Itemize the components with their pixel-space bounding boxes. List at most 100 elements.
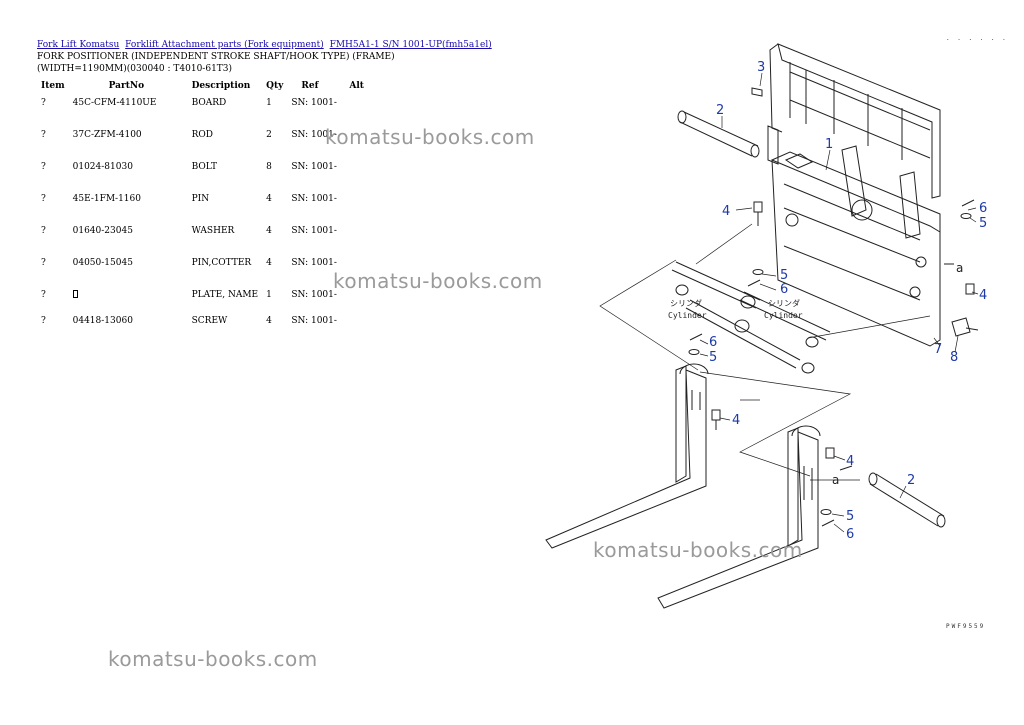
cell-description: ROD <box>191 130 213 140</box>
cell-qty: 4 <box>266 226 272 236</box>
table-row: ? 04418-13060 SCREW 4 SN: 1001- <box>37 310 368 342</box>
cell-description: SCREW <box>191 316 228 326</box>
watermark: komatsu-books.com <box>333 269 543 293</box>
cell-partno: 01024-81030 <box>72 162 133 172</box>
watermark: komatsu-books.com <box>108 647 318 671</box>
table-header-row: Item PartNo Description Qty Ref Alt <box>37 78 368 92</box>
cell-partno <box>69 284 188 310</box>
missing-glyph-icon <box>72 290 78 298</box>
cell-ref: SN: 1001- <box>291 98 337 108</box>
callout-4: 4 <box>979 288 987 303</box>
callout-4: 4 <box>846 454 854 469</box>
cell-qty: 4 <box>266 316 272 326</box>
callout-2: 2 <box>716 103 724 118</box>
cell-item: ? <box>41 194 46 204</box>
callout-5: 5 <box>709 350 717 365</box>
table-row: ? PLATE, NAME 1 SN: 1001- <box>37 284 368 310</box>
cell-description: WASHER <box>191 226 235 236</box>
callout-leader-lines <box>699 72 979 533</box>
cell-description: PIN,COTTER <box>191 258 252 268</box>
cell-ref: SN: 1001- <box>291 226 337 236</box>
watermark: komatsu-books.com <box>593 538 803 562</box>
callout-6: 6 <box>709 335 717 350</box>
cell-partno: 45E-1FM-1160 <box>72 194 141 204</box>
table-row: ? 04050-15045 PIN,COTTER 4 SN: 1001- <box>37 252 368 284</box>
callout-6: 6 <box>846 527 854 542</box>
assembly-guide-lines <box>599 223 931 481</box>
callout-5: 5 <box>780 268 788 283</box>
cell-description: BOARD <box>191 98 227 108</box>
cylinder-jp-label: シリンダ <box>670 298 702 308</box>
callout-4: 4 <box>732 413 740 428</box>
callout-7: 7 <box>934 342 942 357</box>
cell-item: ? <box>41 162 46 172</box>
cell-partno: 01640-23045 <box>72 226 133 236</box>
drawing-code: PWF9559 <box>946 623 985 630</box>
cell-ref: SN: 1001- <box>291 162 337 172</box>
page-subtitle: (WIDTH=1190MM)(030040 : T4010-61T3) <box>37 64 233 74</box>
parts-table: Item PartNo Description Qty Ref Alt ? 45… <box>37 78 368 342</box>
cell-qty: 1 <box>266 98 272 108</box>
hardware-bolts-pins <box>688 87 979 527</box>
header-partno: PartNo <box>108 81 145 91</box>
cell-qty: 4 <box>266 258 272 268</box>
board-part <box>767 43 941 199</box>
marker-a-label: a <box>832 473 839 487</box>
fork-right-part <box>657 425 821 609</box>
cell-item: ? <box>41 226 46 236</box>
cell-description: BOLT <box>191 162 218 172</box>
cell-qty: 4 <box>266 194 272 204</box>
header-item: Item <box>41 81 65 91</box>
breadcrumb: Fork Lift Komatsu Forklift Attachment pa… <box>37 40 495 50</box>
cell-item: ? <box>41 98 46 108</box>
cell-description: PIN <box>191 194 210 204</box>
header-qty: Qty <box>266 81 284 91</box>
header-alt: Alt <box>349 81 364 91</box>
cell-qty: 8 <box>266 162 272 172</box>
cell-item: ? <box>41 258 46 268</box>
header-ref: Ref <box>301 81 319 91</box>
watermark: komatsu-books.com <box>325 125 535 149</box>
cell-qty: 2 <box>266 130 272 140</box>
cell-partno: 45C-CFM-4110UE <box>72 98 157 108</box>
corner-code: . . . . . . <box>946 35 1008 42</box>
callout-5: 5 <box>979 216 987 231</box>
cell-partno: 04418-13060 <box>72 316 133 326</box>
callout-6: 6 <box>979 201 987 216</box>
cell-description: PLATE, NAME <box>191 290 259 300</box>
table-row: ? 37C-ZFM-4100 ROD 2 SN: 1001- <box>37 124 368 156</box>
cell-ref: SN: 1001- <box>291 130 337 140</box>
breadcrumb-link-model[interactable]: FMH5A1-1 S/N 1001-UP(fmh5a1el) <box>329 40 492 50</box>
marker-a-label: a <box>956 261 963 275</box>
cell-item: ? <box>41 290 46 300</box>
cell-ref: SN: 1001- <box>291 258 337 268</box>
callout-1: 1 <box>825 137 833 152</box>
cell-ref: SN: 1001- <box>291 194 337 204</box>
marker-a: a a <box>832 261 963 487</box>
cell-partno: 37C-ZFM-4100 <box>72 130 142 140</box>
cell-partno: 04050-15045 <box>72 258 133 268</box>
callout-4: 4 <box>722 204 730 219</box>
cell-item: ? <box>41 130 46 140</box>
cell-qty: 1 <box>266 290 272 300</box>
table-row: ? 01640-23045 WASHER 4 SN: 1001- <box>37 220 368 252</box>
cylinder-label: Cylinder <box>764 311 803 320</box>
callout-2: 2 <box>907 473 915 488</box>
callout-6: 6 <box>780 282 788 297</box>
cell-item: ? <box>41 316 46 326</box>
callout-labels: 3 2 1 4 6 5 5 6 4 7 8 6 5 4 4 2 5 6 <box>709 60 987 542</box>
breadcrumb-link-attachment-parts[interactable]: Forklift Attachment parts (Fork equipmen… <box>125 40 324 50</box>
rod-part <box>677 110 946 528</box>
cell-ref: SN: 1001- <box>291 290 337 300</box>
fork-left-part <box>545 363 709 549</box>
page-title: FORK POSITIONER (INDEPENDENT STROKE SHAF… <box>37 52 395 62</box>
table-row: ? 01024-81030 BOLT 8 SN: 1001- <box>37 156 368 188</box>
breadcrumb-link-fork-lift[interactable]: Fork Lift Komatsu <box>37 40 120 50</box>
table-row: ? 45E-1FM-1160 PIN 4 SN: 1001- <box>37 188 368 220</box>
callout-3: 3 <box>757 60 765 75</box>
cylinder-part <box>671 261 831 374</box>
header-description: Description <box>191 81 251 91</box>
callout-5: 5 <box>846 509 854 524</box>
table-row: ? 45C-CFM-4110UE BOARD 1 SN: 1001- <box>37 92 368 124</box>
